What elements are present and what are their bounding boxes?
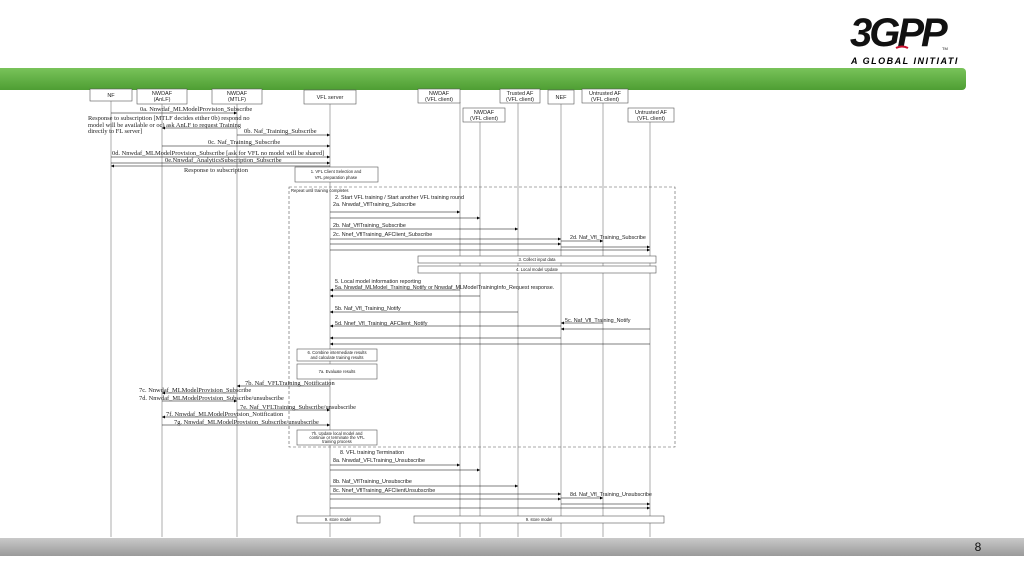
- svg-text:training process: training process: [322, 439, 352, 444]
- svg-text:and calculate training results: and calculate training results: [310, 355, 363, 360]
- svg-text:4. Local model Update: 4. Local model Update: [516, 267, 559, 272]
- svg-text:(VFL client): (VFL client): [637, 116, 665, 122]
- msg-8c: 8c. Nnef_VflTraining_AFClientUnsubscribe: [333, 488, 435, 494]
- msg-7f: 7f. Nnwdaf_MLModelProvision_Notification: [166, 411, 284, 418]
- svg-text:Untrusted AF: Untrusted AF: [589, 91, 622, 97]
- svg-text:(VFL client): (VFL client): [470, 116, 498, 122]
- participant-untrusted-af: Untrusted AF (VFL client): [581, 88, 629, 104]
- logo-tagline: A GLOBAL INITIATIVE: [850, 56, 958, 66]
- msg-resp1-line1: Response to subscription [MTLF decides e…: [88, 115, 250, 122]
- logo-swoosh-icon: [895, 45, 909, 49]
- footer-bar: [0, 538, 1024, 556]
- svg-text:Repeat until training complete: Repeat until training completes: [291, 188, 349, 193]
- msg-7d: 7d. Nnwdaf_MLModelProvision_Subscribe/un…: [139, 395, 284, 402]
- participants: NF NWDAF (AnLF) NWDAF (MTLF) VFL server …: [89, 88, 675, 123]
- msg-resp2: Response to subscription: [184, 167, 249, 174]
- participant-nef: NEF: [547, 89, 575, 105]
- svg-text:NF: NF: [107, 93, 115, 99]
- msg-0e: 0e.Nnwdaf_AnalyticsSubscription_Subscrib…: [165, 157, 282, 164]
- msg-5c: 5c. Naf_Vfl_Training_Notify: [565, 318, 631, 324]
- svg-text:(VFL client): (VFL client): [425, 97, 453, 103]
- svg-text:Trusted AF: Trusted AF: [507, 91, 534, 97]
- 3gpp-logo: 3GPP TM A GLOBAL INITIATIVE: [850, 11, 958, 66]
- msg-7e: 7e. Naf_VFLTraining_Subscribe/unsubscrib…: [240, 404, 356, 411]
- svg-text:3. Collect input data: 3. Collect input data: [518, 257, 556, 262]
- box-step1: 1. VFL Client Selection and VFL preparat…: [294, 166, 379, 183]
- participant-nwdaf-client-2: NWDAF (VFL client): [462, 107, 506, 123]
- msg-7c: 7c. Nnwdaf_MLModelProvision_Subscribe: [139, 387, 251, 394]
- msg-5a: 5a. Nnwdaf_MLModel_Training_Notify or Nn…: [335, 285, 554, 291]
- box-step3: 3. Collect input data: [417, 255, 657, 264]
- page-number: 8: [974, 540, 982, 554]
- msg-0d: 0d. Nnwdaf_MLModelProvision_Subscribe [a…: [112, 150, 324, 157]
- msg-resp1-line3: directly to FL server]: [88, 128, 142, 135]
- svg-text:VFL preparation phase: VFL preparation phase: [315, 175, 358, 180]
- box-repeat-loop: Repeat until training completes: [288, 186, 676, 448]
- participant-trusted-af: Trusted AF (VFL client): [499, 88, 541, 104]
- msg-8a: 8a. Nnwdaf_VFLTraining_Unsubscribe: [333, 458, 425, 464]
- message-labels: 0a. Nnwdaf_MLModelProvision_Subscribe Re…: [88, 106, 652, 498]
- msg-resp1-line2: model will be available or oc) ask AnLF …: [88, 122, 242, 129]
- participant-nf: NF: [89, 88, 133, 102]
- box-step6: 6. Combine intermediate results and calc…: [296, 348, 378, 362]
- msg-8b: 8b. Naf_VflTraining_Unsubscribe: [333, 479, 412, 485]
- svg-text:NWDAF: NWDAF: [152, 91, 173, 97]
- box-step4: 4. Local model Update: [417, 265, 657, 274]
- svg-text:(AnLF): (AnLF): [154, 97, 171, 103]
- svg-text:7a. Evaluate results: 7a. Evaluate results: [319, 369, 356, 374]
- box-step7h: 7h. Update local model and continue or t…: [296, 429, 378, 446]
- msg-7b: 7b. Naf_VFLTraining_Notification: [245, 380, 336, 387]
- msg-2a: 2a. Nnwdaf_VflTraining_Subscribe: [333, 202, 416, 208]
- svg-text:NWDAF: NWDAF: [474, 110, 495, 116]
- svg-text:(VFL client): (VFL client): [506, 97, 534, 103]
- svg-text:1. VFL Client Selection and: 1. VFL Client Selection and: [311, 169, 362, 174]
- box-step7a: 7a. Evaluate results: [296, 363, 378, 380]
- msg-8d: 8d. Naf_Vfl_Training_Unsubscribe: [570, 492, 652, 498]
- participant-nwdaf-client: NWDAF (VFL client): [417, 88, 461, 104]
- message-arrows: [111, 111, 650, 510]
- svg-text:continue or terminate the VFL: continue or terminate the VFL: [309, 435, 365, 440]
- msg-5d: 5d. Nnef_Vfl_Training_AFClient_Notify: [335, 321, 428, 327]
- msg-2b: 2b. Naf_VflTraining_Subscribe: [333, 223, 406, 229]
- svg-text:9. store model: 9. store model: [325, 517, 352, 522]
- msg-5: 5. Local model information reporting: [335, 279, 421, 285]
- participant-nwdaf-anlf: NWDAF (AnLF): [136, 88, 188, 105]
- msg-2c: 2c. Nnef_VflTraining_AFClient_Subscribe: [333, 232, 432, 238]
- msg-0c: 0c. Naf_Training_Subscribe: [208, 139, 280, 146]
- participant-nwdaf-mtlf: NWDAF (MTLF): [211, 88, 263, 105]
- logo-brand-text: 3GPP: [850, 11, 948, 55]
- svg-text:VFL server: VFL server: [317, 95, 344, 101]
- svg-text:(VFL client): (VFL client): [591, 97, 619, 103]
- action-boxes: 1. VFL Client Selection and VFL preparat…: [288, 166, 676, 524]
- svg-text:Untrusted AF: Untrusted AF: [635, 110, 668, 116]
- msg-5b: 5b. Naf_Vfl_Training_Notify: [335, 306, 401, 312]
- svg-text:7h. Update local model and: 7h. Update local model and: [312, 431, 364, 436]
- msg-7g: 7g. Nnwdaf_MLModelProvision_Subscribe/un…: [174, 419, 319, 426]
- box-store-model-server: 9. store model: [296, 515, 381, 524]
- participant-vfl-server: VFL server: [303, 89, 357, 105]
- msg-2d: 2d. Naf_Vfl_Training_Subscribe: [570, 235, 646, 241]
- msg-0a: 0a. Nnwdaf_MLModelProvision_Subscribe: [140, 106, 252, 113]
- msg-0b: 0b. Naf_Training_Subscribe: [244, 128, 317, 135]
- svg-text:(MTLF): (MTLF): [228, 97, 246, 103]
- header-bar: [0, 68, 966, 90]
- msg-2: 2. Start VFL training / Start another VF…: [335, 195, 464, 201]
- svg-text:NEF: NEF: [556, 95, 568, 101]
- msg-8: 8. VFL training Termination: [340, 450, 404, 456]
- participant-untrusted-af-2: Untrusted AF (VFL client): [627, 107, 675, 123]
- svg-text:6. Combine intermediate result: 6. Combine intermediate results: [307, 350, 366, 355]
- svg-text:9. store model: 9. store model: [526, 517, 553, 522]
- svg-text:NWDAF: NWDAF: [227, 91, 248, 97]
- svg-text:NWDAF: NWDAF: [429, 91, 450, 97]
- logo-tm: TM: [942, 46, 948, 51]
- box-store-model-clients: 9. store model: [413, 515, 665, 524]
